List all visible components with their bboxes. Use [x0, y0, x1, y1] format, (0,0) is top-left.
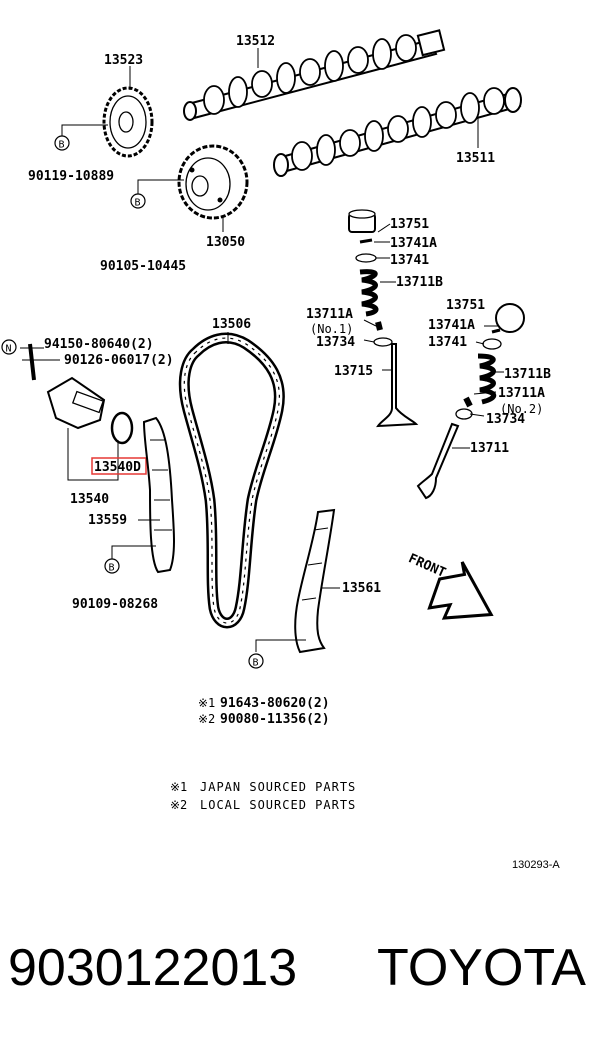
- leader-13711Ab: [473, 391, 497, 395]
- leader-13540-bracket: [67, 428, 119, 481]
- label-13561: 13561: [342, 581, 381, 596]
- leader-90119: [61, 124, 108, 140]
- label-13751-a: 13751: [390, 217, 429, 232]
- note-local-sourced: LOCAL SOURCED PARTS: [200, 798, 356, 812]
- label-13540: 13540: [70, 492, 109, 507]
- label-90119-10889: 90119-10889: [28, 169, 114, 184]
- camshaft-13511: [273, 87, 522, 177]
- label-13734-b: 13734: [486, 412, 525, 427]
- label-13741A-a: 13741A: [390, 236, 437, 251]
- label-90080-11356: 90080-11356(2): [220, 712, 330, 727]
- label-13511: 13511: [456, 151, 495, 166]
- brand-name: TOYOTA: [377, 939, 586, 997]
- leader-13751a: [377, 223, 391, 233]
- timing-chain-13506: [178, 332, 285, 629]
- label-13711B-a: 13711B: [396, 275, 443, 290]
- slipper-13559: [142, 416, 175, 574]
- label-13734-a: 13734: [316, 335, 355, 350]
- label-13711B-b: 13711B: [504, 367, 551, 382]
- mark-1-a: ※1: [198, 696, 215, 710]
- label-13523: 13523: [104, 53, 143, 68]
- stud-94150: [28, 343, 36, 381]
- label-13715: 13715: [334, 364, 373, 379]
- svg-text:B: B: [253, 658, 259, 669]
- valve-train-no1: [348, 209, 419, 428]
- symbol-b-90109: B: [104, 558, 120, 574]
- label-front: FRONT: [406, 551, 448, 581]
- sprocket-13523: [102, 86, 154, 158]
- mark-1-note: ※1: [170, 780, 187, 794]
- label-13711A-a: 13711A: [306, 307, 353, 322]
- symbol-b-90105: B: [130, 193, 146, 209]
- front-arrow: [427, 561, 494, 620]
- mark-2-a: ※2: [198, 712, 215, 726]
- label-no2: (No.2): [500, 402, 543, 416]
- label-13741A-b: 13741A: [428, 318, 475, 333]
- label-90105-10445: 90105-10445: [100, 259, 186, 274]
- symbol-b-91643: B: [248, 653, 264, 669]
- leader-13741b: [475, 341, 485, 345]
- label-90126-06017: 90126-06017(2): [64, 353, 174, 368]
- highlight-box-13540: [91, 457, 147, 475]
- guide-13561: [294, 508, 336, 654]
- leader-13711Aa: [363, 319, 377, 327]
- part-number-title: 9030122013: [8, 939, 298, 997]
- tensioner-13540: [46, 376, 134, 445]
- label-13741-a: 13741: [390, 253, 429, 268]
- label-91643-80620: 91643-80620(2): [220, 696, 330, 711]
- label-13751-b: 13751: [446, 298, 485, 313]
- gear-13050: [177, 144, 249, 220]
- label-13741-b: 13741: [428, 335, 467, 350]
- mark-2-note: ※2: [170, 798, 187, 812]
- note-japan-sourced: JAPAN SOURCED PARTS: [200, 780, 356, 794]
- label-13559: 13559: [88, 513, 127, 528]
- svg-text:B: B: [109, 563, 115, 574]
- label-13540-highlighted: 13540D: [94, 460, 141, 475]
- leader-90109: [111, 545, 156, 562]
- label-no1: (No.1): [310, 322, 353, 336]
- label-13512: 13512: [236, 34, 275, 49]
- leader-13734b: [469, 413, 485, 417]
- camshaft-13512: [183, 29, 446, 121]
- reference-code: 130293-A: [512, 859, 560, 871]
- svg-text:B: B: [135, 198, 141, 209]
- label-13711A-b: 13711A: [498, 386, 545, 401]
- leader-91643: [255, 639, 306, 652]
- symbol-n-94150: N: [1, 339, 17, 355]
- label-13711: 13711: [470, 441, 509, 456]
- label-13506: 13506: [212, 317, 251, 332]
- svg-text:B: B: [59, 140, 65, 151]
- label-90109-08268: 90109-08268: [72, 597, 158, 612]
- label-13050: 13050: [206, 235, 245, 250]
- svg-text:N: N: [6, 344, 12, 355]
- valve-train-no2: [416, 303, 525, 500]
- symbol-b-90119: B: [54, 135, 70, 151]
- leader-90105: [137, 179, 184, 196]
- label-94150-80640: 94150-80640(2): [44, 337, 154, 352]
- leader-13734a: [363, 339, 375, 343]
